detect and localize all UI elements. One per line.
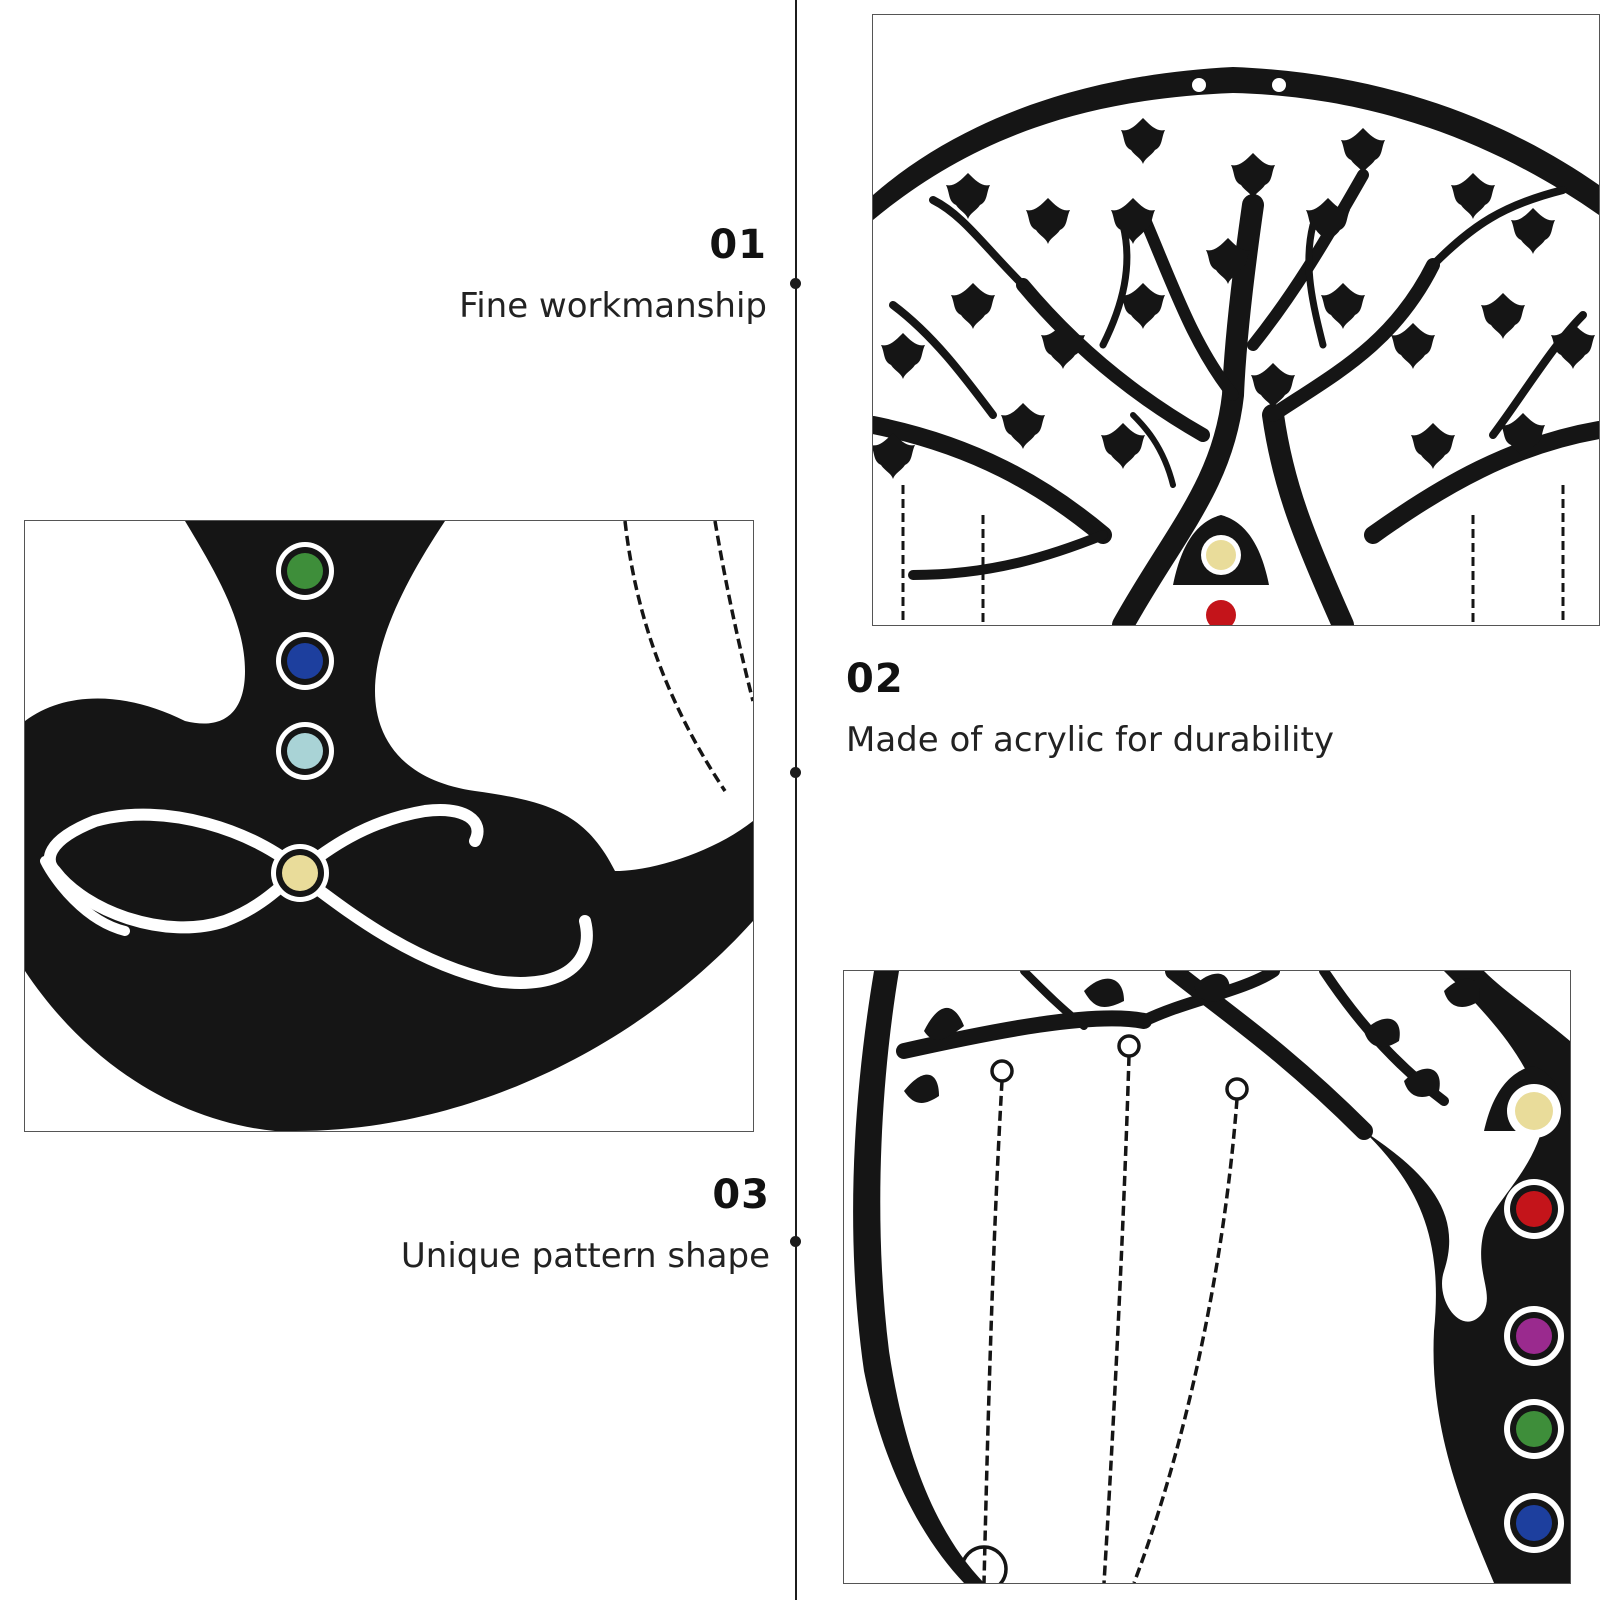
infinity-base-illustration (25, 521, 753, 1131)
timeline-dot-3 (790, 1236, 801, 1247)
tree-canopy-illustration (873, 67, 1599, 625)
feature-caption-1: Fine workmanship (459, 286, 767, 326)
timeline-dot-1 (790, 278, 801, 289)
timeline-dot-2 (790, 767, 801, 778)
feature-number-2: 02 (846, 656, 904, 702)
timeline-divider (795, 0, 797, 1600)
feature-number-3: 03 (712, 1172, 770, 1218)
tree-canopy-photo (872, 14, 1600, 626)
trunk-beads-photo (843, 970, 1571, 1584)
infinity-base-photo (24, 520, 754, 1132)
feature-number-1: 01 (709, 222, 767, 268)
feature-caption-2: Made of acrylic for durability (846, 720, 1334, 760)
feature-caption-3: Unique pattern shape (400, 1236, 770, 1276)
trunk-beads-illustration (853, 971, 1570, 1583)
